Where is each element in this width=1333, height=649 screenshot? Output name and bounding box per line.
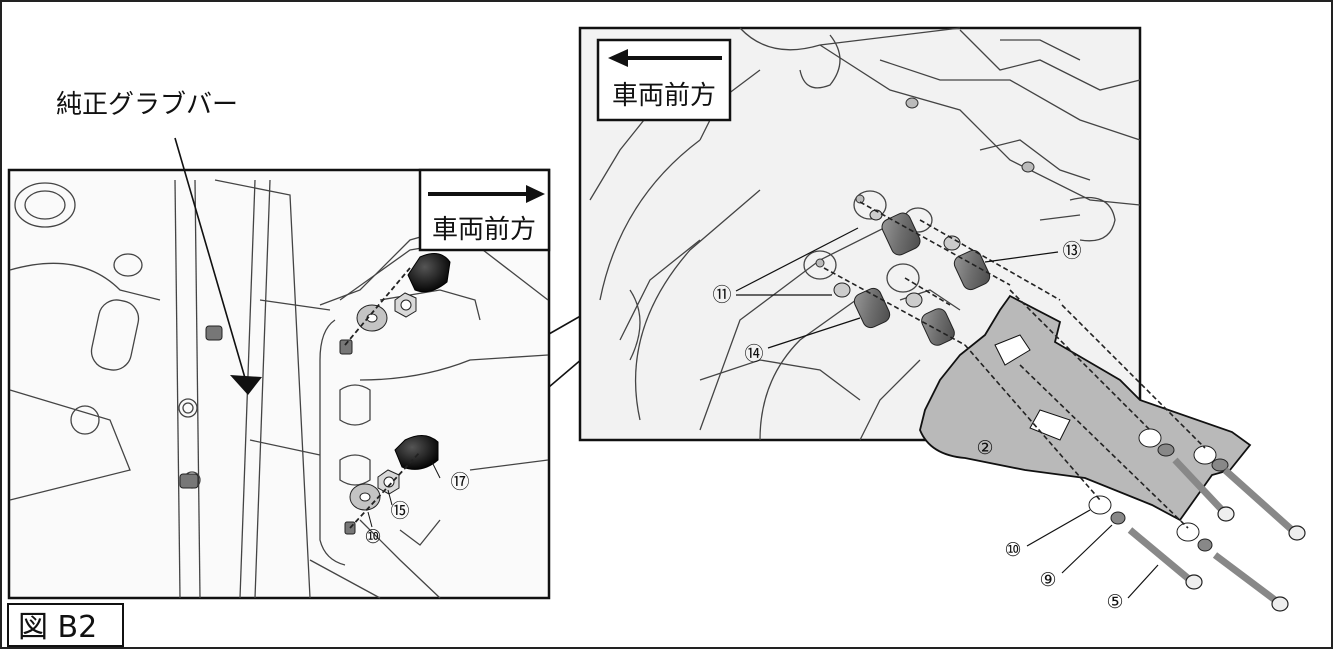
- front-direction-label-left: 車両前方: [432, 215, 536, 245]
- front-direction-label-right: 車両前方: [612, 81, 716, 111]
- figure-label: 図 B2: [18, 610, 97, 645]
- part-number-17: ⑰: [450, 471, 469, 493]
- part-number-10: ⑩: [364, 526, 381, 548]
- arrow-right-icon: [526, 185, 545, 203]
- spacer-14: [921, 308, 955, 346]
- left-detail-panel: 車両前方 ⑰ ⑮ ⑩: [7, 168, 551, 600]
- bracket-plate: [919, 289, 1252, 552]
- front-direction-box-left: [418, 168, 551, 252]
- cap-nut-icon: [407, 252, 451, 293]
- part-number-14: ⑭: [744, 343, 763, 365]
- arrow-left-icon: [608, 49, 628, 67]
- arrow-down-icon: [230, 375, 262, 395]
- part-number-13: ⑬: [1062, 240, 1081, 262]
- part-number-9: ⑨: [1039, 569, 1056, 591]
- figure-label-box: [7, 603, 124, 647]
- spacer-13: [953, 249, 991, 291]
- grab-bar-leader: [174, 137, 246, 379]
- spacer-13: [881, 212, 921, 256]
- part-number-10-right: ⑩: [1004, 539, 1021, 561]
- part-number-2: ②: [976, 437, 993, 459]
- part-number-15: ⑮: [390, 500, 409, 522]
- grab-bar-label: 純正グラブバー: [56, 90, 238, 120]
- cap-nut-icon: [394, 435, 439, 470]
- part-number-5: ⑤: [1106, 591, 1123, 613]
- bolts: [1127, 457, 1306, 612]
- part-number-11: ⑪: [712, 284, 731, 306]
